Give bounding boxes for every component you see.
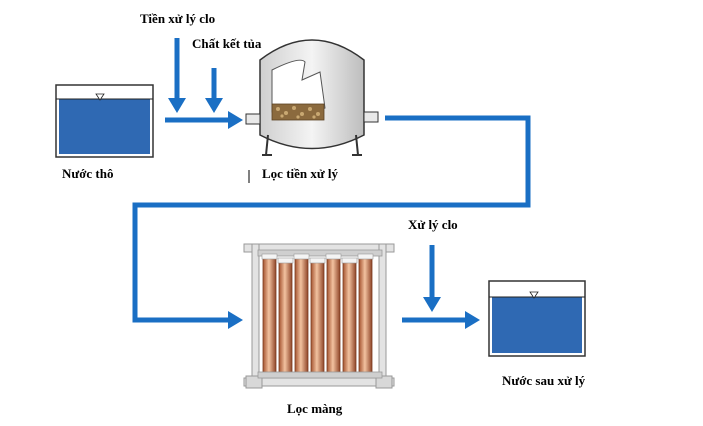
label-chlorination: Xử lý clo bbox=[408, 217, 458, 232]
arrow-coagulant bbox=[205, 98, 223, 113]
treated-water-tank bbox=[488, 280, 586, 357]
membrane-filter-module bbox=[243, 243, 395, 389]
water-level-icon bbox=[529, 291, 539, 299]
arrow-pre-chlorination bbox=[168, 98, 186, 113]
label-pre-chlorination: Tiền xử lý clo bbox=[140, 11, 215, 26]
flow-prefilter-to-membrane bbox=[132, 115, 531, 323]
arrowheads bbox=[168, 98, 480, 329]
arrow-to-treated bbox=[465, 311, 480, 329]
arrow-to-membrane bbox=[228, 311, 243, 329]
flow-lines bbox=[132, 38, 531, 323]
label-raw-water: Nước thô bbox=[62, 166, 113, 181]
arrow-to-prefilter bbox=[228, 111, 243, 129]
label-pre-filter: Lọc tiền xử lý bbox=[262, 166, 339, 181]
label-coagulant: Chất kết tủa bbox=[192, 36, 262, 51]
water-level-icon bbox=[95, 93, 105, 101]
membrane-tubes bbox=[262, 255, 373, 375]
pre-filter-vessel bbox=[245, 39, 379, 156]
label-membrane-filter: Lọc màng bbox=[287, 401, 343, 416]
label-treated-water: Nước sau xử lý bbox=[502, 373, 586, 388]
arrow-chlorination bbox=[423, 297, 441, 312]
raw-water-tank bbox=[55, 84, 154, 158]
